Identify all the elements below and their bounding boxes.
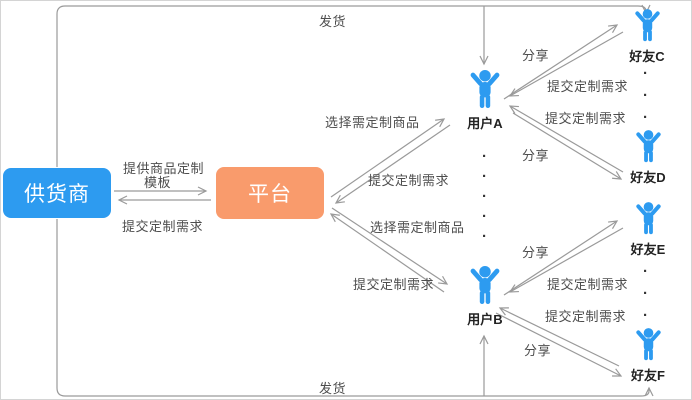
- user-a-label: 用户A: [467, 116, 503, 131]
- user-a-person-icon: [470, 70, 500, 108]
- supplier-node: 供货商: [3, 168, 111, 218]
- node-friend-e: 好友E: [613, 202, 683, 258]
- user-a-select-label: 选择需定制商品: [325, 115, 420, 130]
- platform-to-supplier-submit-label: 提交定制需求: [122, 219, 204, 234]
- friend-d-person-icon: [635, 130, 661, 163]
- provide-template-label-line2: 模板: [144, 175, 172, 190]
- edge-user-a-to-platform: [334, 124, 451, 204]
- platform-node: 平台: [216, 167, 324, 219]
- friend-e-submit-label: 提交定制需求: [547, 277, 629, 292]
- edge-user-a-to-friend-d: [512, 112, 623, 180]
- node-friend-d: 好友D: [613, 130, 683, 186]
- edge-user-b-to-friend-f: [495, 312, 623, 377]
- platform-label: 平台: [248, 183, 292, 206]
- node-friend-c: 好友C: [612, 9, 682, 65]
- provide-template-label-line1: 提供商品定制: [123, 161, 205, 176]
- edge-friend-d-to-user-a: [508, 105, 624, 173]
- friend-c-person-icon: [634, 9, 660, 42]
- friend-c-label: 好友C: [629, 49, 665, 64]
- friend-f-person-icon: [635, 328, 661, 361]
- node-user-b: 用户B: [450, 266, 520, 328]
- node-user-a: 用户A: [450, 70, 520, 132]
- edge-ship-bottom: [56, 219, 654, 397]
- friend-d-submit-label: 提交定制需求: [545, 111, 627, 126]
- user-b-select-label: 选择需定制商品: [370, 220, 465, 235]
- edge-ship-top: [56, 4, 651, 167]
- share-friend-c-label: 分享: [522, 48, 550, 63]
- edge-friend-f-to-user-b: [498, 307, 620, 367]
- ellipsis-users-a-b: · · · · ·: [482, 148, 487, 245]
- user-a-submit-label: 提交定制需求: [368, 173, 450, 188]
- friend-c-submit-label: 提交定制需求: [547, 79, 629, 94]
- share-friend-d-label: 分享: [522, 148, 550, 163]
- share-friend-e-label: 分享: [522, 245, 550, 260]
- node-friend-f: 好友F: [613, 328, 683, 384]
- ellipsis-friends-e-f: · · ·: [643, 263, 648, 324]
- share-friend-f-label: 分享: [524, 343, 552, 358]
- user-b-person-icon: [470, 266, 500, 304]
- edge-user-b-to-platform: [329, 213, 445, 293]
- user-b-submit-label: 提交定制需求: [353, 277, 435, 292]
- edge-platform-to-user-b: [331, 207, 449, 285]
- ship-top-label: 发货: [319, 14, 347, 29]
- friend-e-person-icon: [635, 202, 661, 235]
- ship-bottom-label: 发货: [319, 381, 347, 396]
- friend-f-submit-label: 提交定制需求: [545, 309, 627, 324]
- friend-f-label: 好友F: [631, 368, 665, 383]
- edge-platform-to-user-a: [330, 118, 446, 198]
- user-b-label: 用户B: [467, 312, 503, 327]
- friend-d-label: 好友D: [630, 170, 666, 185]
- edge-user-a-to-friend-c: [503, 24, 619, 100]
- supplier-label: 供货商: [24, 183, 90, 206]
- ellipsis-friends-c-d: · · ·: [643, 65, 648, 126]
- edge-friend-e-to-user-b: [508, 227, 624, 293]
- friend-e-label: 好友E: [630, 242, 666, 257]
- edge-friend-c-to-user-a: [508, 31, 624, 97]
- edge-user-b-to-friend-e: [503, 220, 619, 296]
